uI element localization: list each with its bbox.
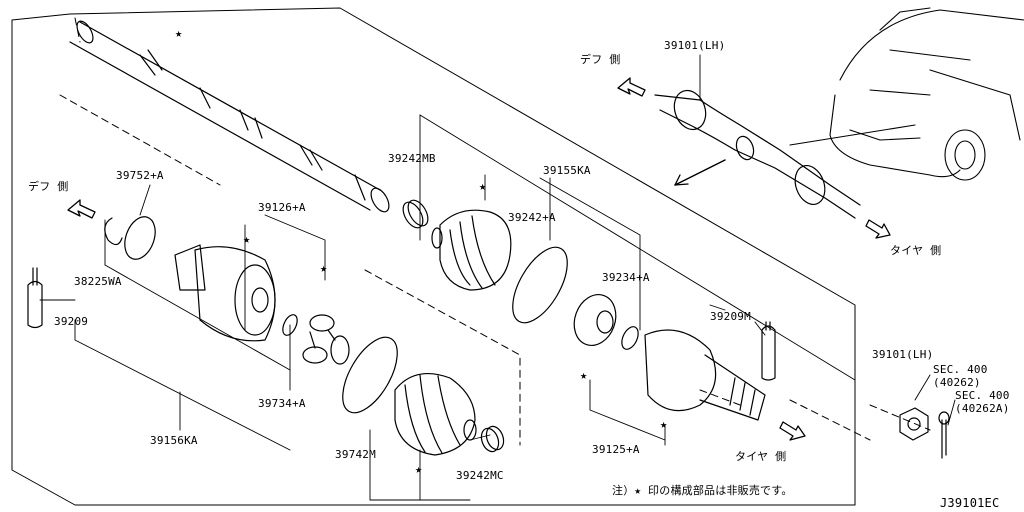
part-label: 39209M xyxy=(710,310,751,323)
leader-line xyxy=(74,319,291,451)
nut-icon xyxy=(899,407,929,441)
clamp-icon xyxy=(480,425,505,453)
non-sale-star-icon xyxy=(660,418,667,430)
dashed-guide xyxy=(59,94,221,186)
snap-ring-icon xyxy=(621,326,639,350)
leader-line xyxy=(104,264,291,371)
part-label: 39242MC xyxy=(456,469,504,482)
footnote: 注）★ 印の構成部品は非販売です。 xyxy=(612,484,793,497)
dashed-guide xyxy=(699,389,741,406)
part-label: (40262A) xyxy=(955,402,1010,415)
direction-label: デフ 側 xyxy=(580,53,621,66)
outer-joint-icon xyxy=(644,329,766,421)
clamp-icon xyxy=(512,246,568,324)
snap-ring-icon xyxy=(282,314,298,336)
part-label: 39242MB xyxy=(388,152,436,165)
part-label: 39234+A xyxy=(602,271,650,284)
part-label: 39155KA xyxy=(543,164,591,177)
dashed-guide xyxy=(364,269,521,446)
leader-line xyxy=(709,304,726,311)
part-label: 39101(LH) xyxy=(872,348,934,361)
leader-line xyxy=(369,429,471,501)
part-label: (40262) xyxy=(933,376,981,389)
non-sale-star-icon xyxy=(580,369,587,381)
dashed-guide xyxy=(789,399,871,441)
part-label: 39742M xyxy=(335,448,376,461)
grease-tube-icon xyxy=(27,267,43,329)
direction-label: タイヤ 側 xyxy=(890,244,942,257)
part-label: 38225WA xyxy=(74,275,122,288)
part-label: 39101(LH) xyxy=(664,39,726,52)
non-sale-star-icon xyxy=(175,27,182,39)
leader-line xyxy=(139,184,151,216)
part-label: 39242+A xyxy=(508,211,556,224)
tripod-icon xyxy=(302,314,350,365)
part-label: 39125+A xyxy=(592,443,640,456)
snap-ring-icon xyxy=(104,217,123,246)
part-label: 39126+A xyxy=(258,201,306,214)
diagram-code: J39101EC xyxy=(940,496,1000,510)
clamp-icon xyxy=(124,216,156,260)
leader-line xyxy=(914,374,931,401)
assembly-outline xyxy=(11,7,856,506)
cotter-pin-icon xyxy=(938,411,950,459)
direction-label: タイヤ 側 xyxy=(735,450,787,463)
non-sale-star-icon xyxy=(320,262,327,274)
leader-line xyxy=(539,177,641,331)
part-label: 39734+A xyxy=(258,397,306,410)
part-label: SEC. 400 xyxy=(955,389,1010,402)
arrow-icon xyxy=(67,77,891,441)
leader-line xyxy=(754,321,766,336)
car-icon xyxy=(789,7,1024,181)
shaft-icon xyxy=(69,20,390,213)
part-label: 39209 xyxy=(54,315,89,328)
clamp-icon xyxy=(342,336,398,414)
non-sale-star-icon xyxy=(243,233,250,245)
leader-line xyxy=(264,214,326,281)
part-label: SEC. 400 xyxy=(933,363,988,376)
direction-label: デフ 側 xyxy=(28,180,69,193)
part-label: 39752+A xyxy=(116,169,164,182)
clamp-icon xyxy=(402,199,429,229)
ball-cage-icon xyxy=(573,294,617,346)
shaft-icon xyxy=(654,89,861,219)
boot-icon xyxy=(431,209,512,291)
leader-line xyxy=(419,114,856,381)
leader-line xyxy=(589,379,666,441)
boot-icon xyxy=(394,372,477,456)
leader-line xyxy=(947,399,956,426)
part-label: 39156KA xyxy=(150,434,198,447)
non-sale-star-icon xyxy=(479,180,486,192)
non-sale-star-icon xyxy=(415,463,422,475)
grease-tube-icon xyxy=(761,321,776,381)
inner-joint-icon xyxy=(174,244,276,342)
